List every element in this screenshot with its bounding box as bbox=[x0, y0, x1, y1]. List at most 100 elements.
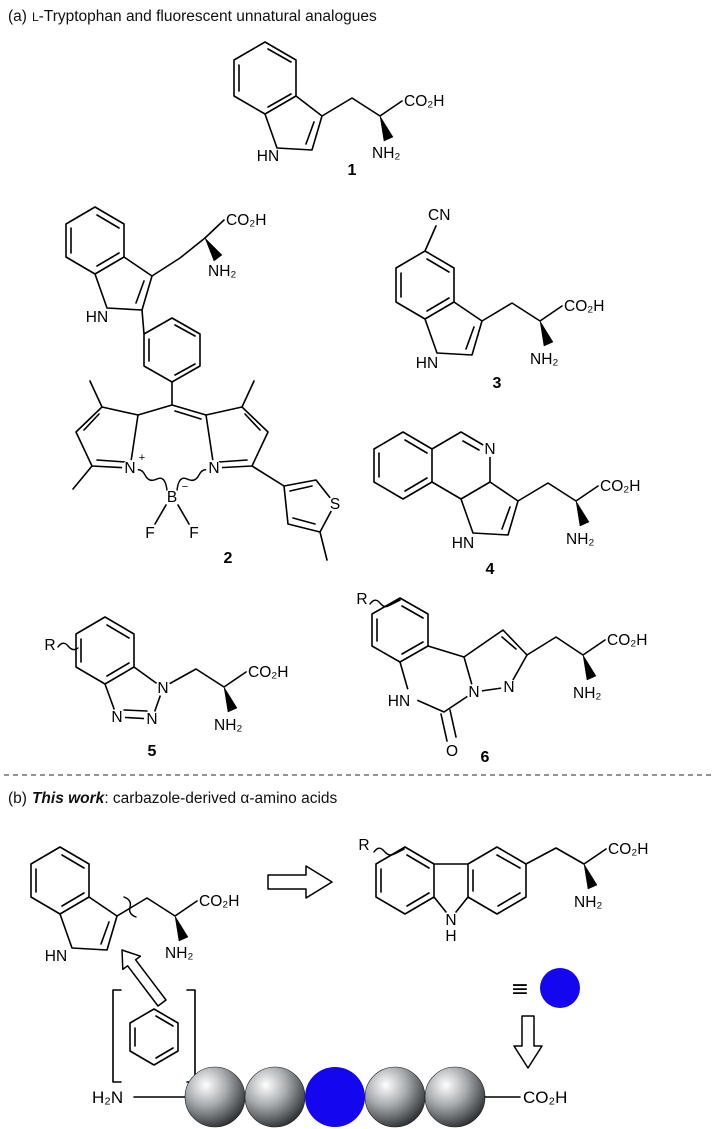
panel-a: (a) L-Tryptophan and fluorescent unnatura… bbox=[8, 8, 647, 766]
panel-a-title-rest: -Tryptophan and fluorescent unnatural an… bbox=[39, 8, 377, 25]
compound-2-plus-charge: + bbox=[139, 452, 145, 464]
compound-2-nh2-label: NH₂ bbox=[208, 263, 236, 280]
compound-2-fluorine-2-label: F bbox=[189, 525, 198, 542]
compound-1-nh-label: HN bbox=[257, 148, 279, 165]
carbazole-wedge-bond bbox=[583, 863, 598, 890]
residue-sphere-5 bbox=[424, 1066, 486, 1128]
compound-5-n1-label: N bbox=[157, 680, 168, 697]
compound-1-bonds bbox=[233, 41, 403, 151]
carbazole-nh2-label: NH₂ bbox=[574, 894, 602, 911]
compound-5-r-wavy-bond bbox=[57, 642, 79, 651]
compound-1-tryptophan: CO₂H NH₂ HN 1 bbox=[233, 41, 444, 179]
carbazole-bonds bbox=[375, 846, 607, 915]
compound-6-nh-label: HN bbox=[388, 693, 410, 710]
compound-5-nh2-label: NH₂ bbox=[214, 717, 242, 734]
compound-4-co2h-label: CO₂H bbox=[600, 478, 640, 495]
peptide-h2n-label: H₂N bbox=[92, 1088, 123, 1107]
compound-5-co2h-label: CO₂H bbox=[248, 664, 288, 681]
blue-residue-dot bbox=[540, 968, 580, 1008]
panel-b-title-rest: : carbazole-derived α-amino acids bbox=[104, 790, 337, 807]
panel-b: (b)This work: carbazole-derived α-amino … bbox=[8, 790, 648, 1128]
carbazole-co2h-label: CO₂H bbox=[608, 841, 648, 858]
compound-3-nh2-label: NH₂ bbox=[530, 351, 558, 368]
compound-3-nh-label: HN bbox=[416, 355, 438, 372]
compound-5-n2-halo bbox=[144, 711, 160, 727]
compound-5-wedge-bond bbox=[223, 686, 238, 713]
compound-2-n-halo bbox=[206, 460, 222, 476]
compound-3-number: 3 bbox=[493, 375, 502, 392]
compound-2-boron-halo bbox=[164, 489, 180, 505]
compound-2-nh-label: HN bbox=[86, 309, 108, 326]
compound-4-n-halo bbox=[482, 441, 498, 457]
compound-3-cyanotryptophan: CN CO₂H NH₂ HN 3 bbox=[395, 207, 604, 392]
compound-3-wedge-bond bbox=[539, 320, 554, 347]
panel-a-prefix: (a) bbox=[8, 8, 27, 25]
bracketed-benzene bbox=[129, 1008, 179, 1066]
residue-sphere-2 bbox=[244, 1066, 306, 1128]
panel-a-smallcap-l: L bbox=[32, 10, 39, 24]
carbazole-amino-acid: R N H CO₂H NH₂ bbox=[358, 837, 648, 945]
tryptophan-nh-label: HN bbox=[45, 948, 67, 965]
compound-6-number: 6 bbox=[481, 749, 490, 766]
compound-4-nh-label: HN bbox=[452, 535, 474, 552]
peptide-co2h-label: CO₂H bbox=[523, 1088, 567, 1107]
tryptophan-wavy-bond bbox=[123, 896, 137, 918]
compound-6-pyrazole-n-halo bbox=[501, 679, 517, 695]
compound-2-wavy-bond-right bbox=[176, 468, 212, 491]
compound-2-co2h-label: CO₂H bbox=[226, 212, 266, 229]
compound-6-r-label: R bbox=[356, 591, 367, 608]
compound-2-bodipy-tryptophan: CO₂H NH₂ HN N + N B − F F S 2 bbox=[65, 206, 343, 567]
tryptophan-bonds bbox=[30, 846, 198, 951]
compound-2-pyrrole-n-label: N bbox=[124, 460, 135, 477]
compound-2-bonds bbox=[65, 206, 336, 561]
compound-6-pyrazole-n-label: N bbox=[503, 679, 514, 696]
compound-3-co2h-label: CO₂H bbox=[564, 298, 604, 315]
design-arrow-right bbox=[267, 865, 333, 899]
compound-2-fluorine-1-label: F bbox=[145, 525, 154, 542]
compound-2-n-plus-halo bbox=[122, 460, 138, 476]
residue-sphere-blue bbox=[305, 1067, 365, 1127]
carbazole-n-label: N bbox=[445, 912, 456, 929]
compound-2-wedge-bond bbox=[204, 237, 223, 262]
compound-1-co2h-label: CO₂H bbox=[404, 93, 444, 110]
bracket-left bbox=[112, 989, 122, 1083]
compound-2-wavy-bond-left bbox=[132, 468, 168, 491]
compound-5-n3-halo bbox=[109, 709, 125, 725]
compound-6-pyrazoloquinazolinone: R HN O N N CO₂H NH₂ 6 bbox=[356, 591, 647, 766]
compound-2-number: 2 bbox=[224, 550, 233, 567]
residue-sphere-1 bbox=[184, 1066, 246, 1128]
compound-4-wedge-bond bbox=[575, 500, 590, 527]
compound-5-n3-label: N bbox=[111, 709, 122, 726]
compound-3-bonds bbox=[395, 225, 563, 356]
compound-2-sulfur-halo bbox=[327, 496, 343, 512]
carbazole-r-label: R bbox=[358, 837, 369, 854]
compound-4-number: 4 bbox=[486, 561, 495, 578]
compound-6-bridge-n-label: N bbox=[468, 684, 479, 701]
tryptophan-co2h-label: CO₂H bbox=[199, 893, 239, 910]
carbazole-r-wavy-bond bbox=[373, 847, 395, 856]
compound-4-nh2-label: NH₂ bbox=[566, 531, 594, 548]
compound-1-wedge-bond bbox=[379, 115, 394, 142]
tryptophan-disconnection: CO₂H NH₂ HN bbox=[30, 846, 239, 1083]
compound-6-bonds bbox=[371, 597, 606, 742]
panel-b-title: (b)This work: carbazole-derived α-amino … bbox=[8, 790, 338, 807]
compound-1-number: 1 bbox=[348, 162, 357, 179]
compound-2-boron-label: B bbox=[167, 489, 177, 506]
compound-6-bridge-n-halo bbox=[466, 684, 482, 700]
compound-4-pyrroloquinoline: N CO₂H NH₂ HN 4 bbox=[373, 431, 640, 578]
compound-5-n1-halo bbox=[155, 680, 171, 696]
compound-3-cn-label: CN bbox=[428, 207, 450, 224]
equivalence-symbol: ≡ bbox=[511, 977, 529, 1002]
compound-6-nh2-label: NH₂ bbox=[573, 685, 601, 702]
tryptophan-nh2-label: NH₂ bbox=[165, 945, 193, 962]
compound-6-wedge-bond bbox=[582, 654, 597, 681]
residue-sphere-4 bbox=[364, 1066, 426, 1128]
compound-5-n2-label: N bbox=[146, 711, 157, 728]
panel-b-prefix: (b) bbox=[8, 790, 27, 807]
compound-1-nh2-label: NH₂ bbox=[372, 145, 400, 162]
bracket-right bbox=[186, 989, 196, 1083]
tryptophan-wedge-bond bbox=[174, 915, 189, 942]
compound-6-co2h-label: CO₂H bbox=[607, 632, 647, 649]
